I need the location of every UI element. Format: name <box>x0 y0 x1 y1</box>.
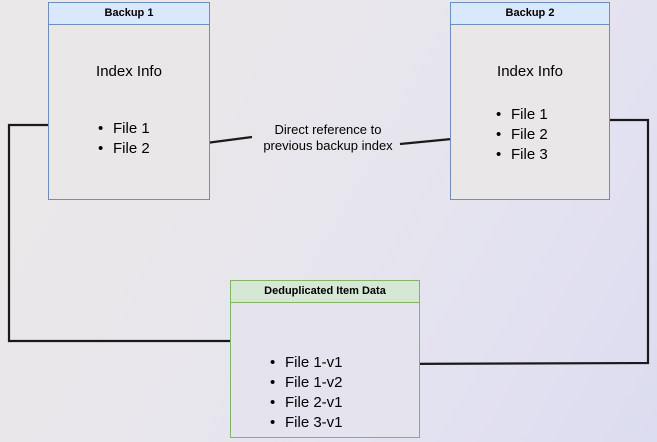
backup-1-title: Backup 1 <box>49 3 209 25</box>
list-item: File 1 <box>495 105 548 125</box>
backup-2-title: Backup 2 <box>451 3 609 25</box>
backup-2-body: Index Info File 1 File 2 File 3 <box>451 25 609 199</box>
deduplicated-item-data-body: File 1-v1 File 1-v2 File 2-v1 File 3-v1 <box>231 303 419 437</box>
backup-2-file-list: File 1 File 2 File 3 <box>495 105 548 165</box>
backup-1-box[interactable]: Backup 1 Index Info File 1 File 2 <box>48 2 210 200</box>
backup-1-body: Index Info File 1 File 2 <box>49 25 209 199</box>
list-item: File 2 <box>97 139 150 159</box>
list-item: File 1-v1 <box>269 353 343 373</box>
deduplicated-file-list: File 1-v1 File 1-v2 File 2-v1 File 3-v1 <box>269 353 343 433</box>
list-item: File 3-v1 <box>269 413 343 433</box>
backup-2-box[interactable]: Backup 2 Index Info File 1 File 2 File 3 <box>450 2 610 200</box>
list-item: File 1 <box>97 119 150 139</box>
backup-1-index-label: Index Info <box>96 63 162 80</box>
list-item: File 3 <box>495 145 548 165</box>
list-item: File 2-v1 <box>269 393 343 413</box>
backup-2-index-label: Index Info <box>497 63 563 80</box>
backup-1-file-list: File 1 File 2 <box>97 119 150 159</box>
deduplicated-item-data-title: Deduplicated Item Data <box>231 281 419 303</box>
list-item: File 2 <box>495 125 548 145</box>
direct-reference-caption: Direct reference to previous backup inde… <box>263 122 393 153</box>
list-item: File 1-v2 <box>269 373 343 393</box>
deduplicated-item-data-box[interactable]: Deduplicated Item Data File 1-v1 File 1-… <box>230 280 420 438</box>
